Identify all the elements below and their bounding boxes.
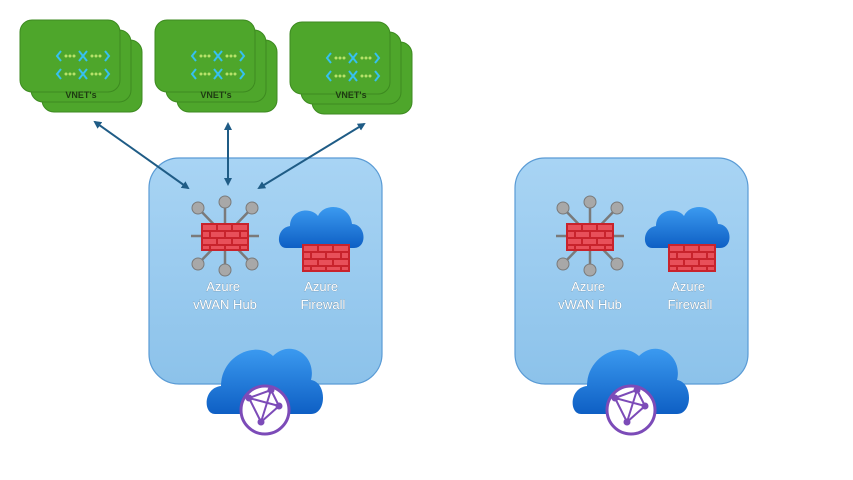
virtual-wan-icon [206, 348, 323, 436]
vnet-label: VNET's [335, 90, 366, 100]
vwan-hub-icon [191, 195, 259, 277]
vwan-hub-icon [556, 195, 624, 277]
firewall-label: Azure Firewall [301, 279, 346, 312]
vnet-group-3: VNET's [289, 21, 413, 115]
cloud-firewall-icon [278, 206, 364, 272]
connection-arrows [93, 120, 366, 190]
vnet-label: VNET's [65, 90, 96, 100]
vnet-label: VNET's [200, 90, 231, 100]
vwan-hub-label: Azure vWAN Hub [193, 279, 257, 312]
arrow-vnet3-hub [257, 122, 366, 190]
cloud-firewall-icon [644, 206, 730, 272]
arrow-vnet1-hub [93, 120, 190, 190]
firewall-label: Azure Firewall [668, 279, 713, 312]
vnet-group-1: VNET's [19, 19, 143, 113]
vnet-group-2: VNET's [154, 19, 278, 113]
hub-2: Azure vWAN Hub Azure Firewall [514, 157, 749, 436]
hub-1: Azure vWAN Hub Azure Firewall [148, 157, 383, 436]
vwan-hub-label: Azure vWAN Hub [558, 279, 622, 312]
virtual-wan-icon [572, 348, 689, 436]
